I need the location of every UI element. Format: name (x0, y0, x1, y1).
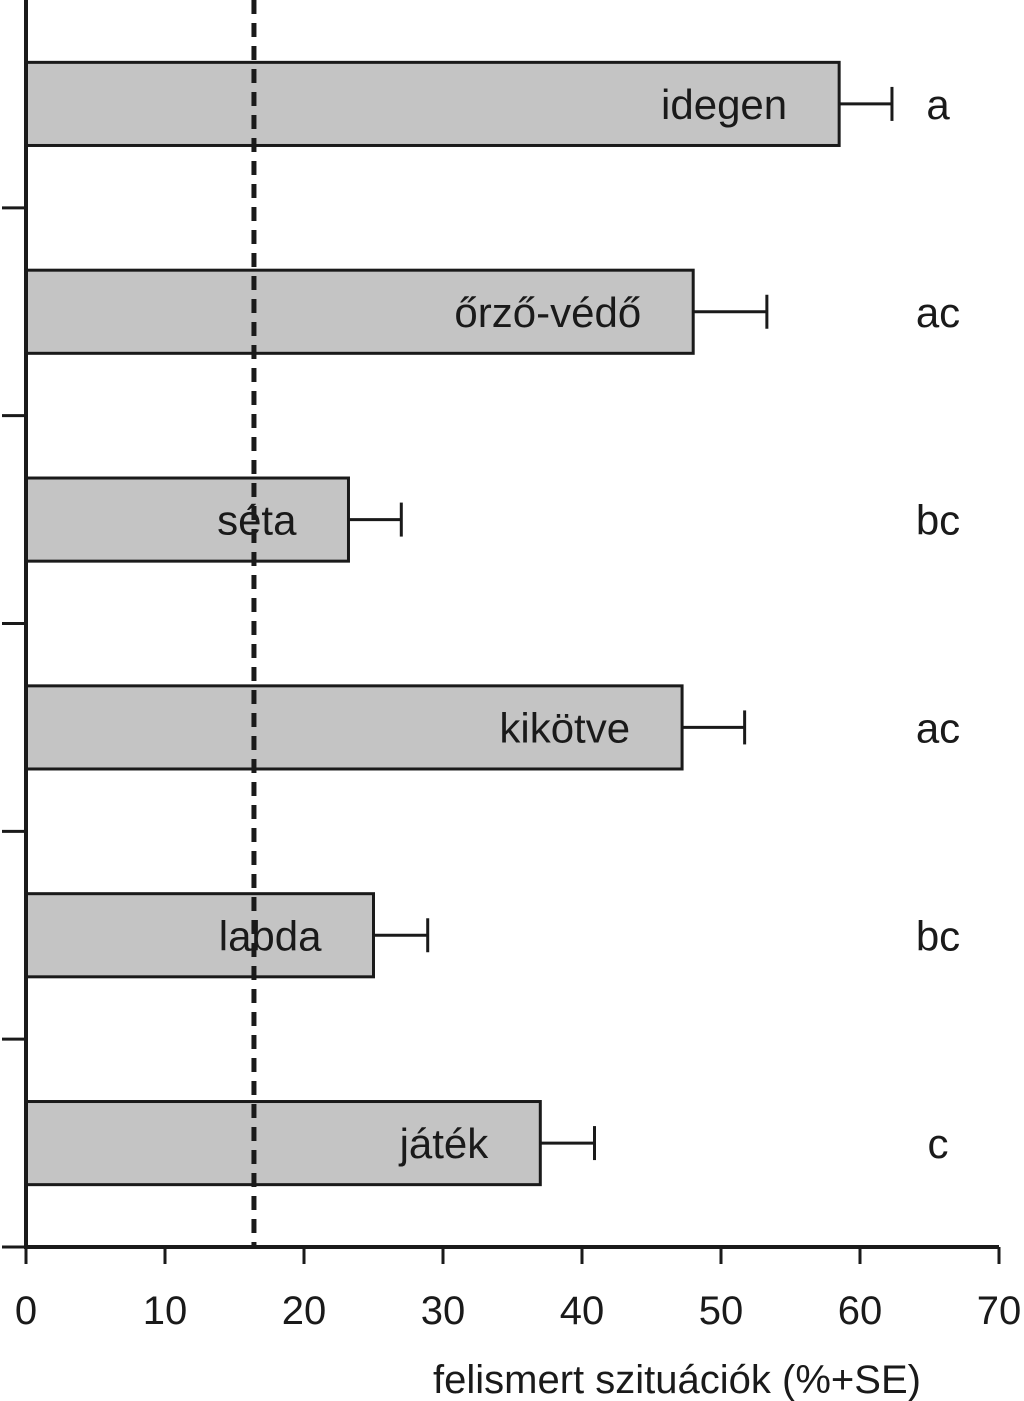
significance-label: a (926, 81, 950, 128)
bar-label: játék (398, 1120, 490, 1167)
significance-label: bc (916, 497, 960, 544)
bar-label: kikötve (499, 704, 630, 751)
x-axis-title: felismert szituációk (%+SE) (433, 1358, 921, 1401)
bar (24, 268, 695, 355)
bar-label: séta (217, 497, 297, 544)
significance-label: ac (916, 289, 960, 336)
significance-label: ac (916, 704, 960, 751)
x-tick-label: 10 (143, 1289, 188, 1333)
x-tick-label: 30 (421, 1289, 466, 1333)
bars-layer: idegen a őrző-védő ac séta bc kikötve ac labda bc… (24, 60, 960, 1187)
x-tick-label: 20 (282, 1289, 327, 1333)
bar-label: idegen (661, 81, 787, 128)
x-tick-label: 40 (560, 1289, 605, 1333)
axes-layer: 0 10 20 30 40 50 60 70 (2, 0, 1021, 1333)
bar (24, 60, 841, 147)
bar (24, 476, 350, 563)
significance-label: c (928, 1120, 949, 1167)
significance-label: bc (916, 912, 960, 959)
bar-label: őrző-védő (454, 289, 641, 336)
x-tick-label: 50 (699, 1289, 744, 1333)
x-tick-label: 0 (15, 1289, 37, 1333)
bar-label: labda (219, 912, 322, 959)
x-tick-label: 70 (977, 1289, 1022, 1333)
x-tick-label: 60 (838, 1289, 883, 1333)
